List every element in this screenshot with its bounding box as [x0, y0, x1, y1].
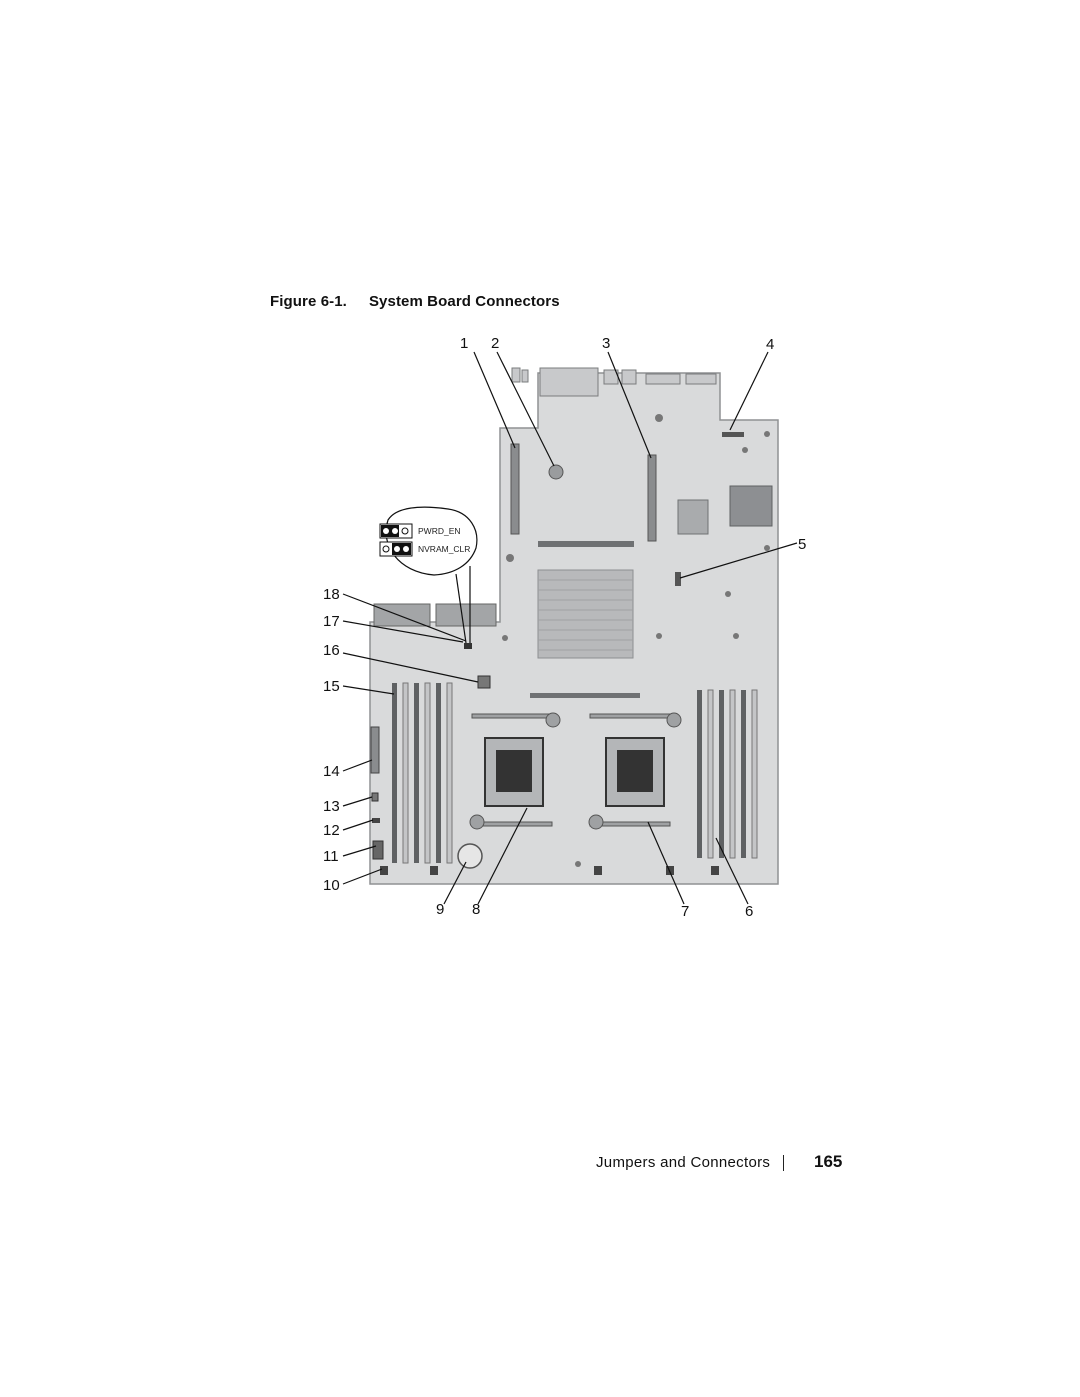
internal-usb-connector	[548, 464, 564, 480]
connector-4	[722, 432, 744, 437]
cpu-socket-1	[484, 737, 544, 807]
jumper-label-pwrd-en: PWRD_EN	[418, 526, 461, 536]
horizontal-slot	[530, 693, 640, 698]
callout-10: 10	[323, 877, 340, 894]
callout-5: 5	[798, 536, 806, 553]
jumper-header	[464, 643, 472, 649]
jumper-label-nvram-clr: NVRAM_CLR	[418, 544, 470, 554]
jumper-nvram-clr	[379, 541, 413, 557]
figure-caption: Figure 6-1. System Board Connectors	[270, 293, 560, 310]
callout-13: 13	[323, 798, 340, 815]
riser-connector-1	[510, 443, 520, 535]
fan-connector-10	[380, 866, 388, 875]
fan-connectors	[430, 866, 719, 875]
heatsink-retention-clips	[469, 712, 682, 830]
riser-connector-2	[647, 454, 657, 542]
callout-18: 18	[323, 586, 340, 603]
callout-17: 17	[323, 613, 340, 630]
cpu-socket-2	[605, 737, 665, 807]
callout-11: 11	[323, 848, 339, 865]
heatsink-fins	[538, 579, 633, 651]
callout-16: 16	[323, 642, 340, 659]
connector-12	[372, 818, 380, 823]
connector-16	[477, 675, 491, 689]
connector-11	[372, 840, 384, 860]
dimm-bank-left	[392, 682, 453, 864]
callout-2: 2	[491, 335, 499, 352]
callout-4: 4	[766, 336, 774, 353]
figure-number: Figure 6-1.	[270, 293, 347, 310]
callout-12: 12	[323, 822, 340, 839]
connector-14	[370, 726, 380, 774]
callout-9: 9	[436, 901, 444, 918]
controller-chip	[729, 485, 773, 527]
callout-6: 6	[745, 903, 753, 920]
footer-section-title: Jumpers and Connectors	[596, 1154, 771, 1171]
callout-15: 15	[323, 678, 340, 695]
heatsink	[537, 569, 634, 659]
page-number: 165	[814, 1152, 843, 1171]
rear-io-connectors	[511, 367, 717, 397]
jumper-callout-bubble	[385, 506, 478, 576]
callout-14: 14	[323, 763, 340, 780]
callout-leader-lines	[342, 351, 798, 905]
callout-3: 3	[602, 335, 610, 352]
callout-7: 7	[681, 903, 689, 920]
mounting-holes	[502, 414, 770, 867]
chipset	[677, 499, 709, 535]
callout-8: 8	[472, 901, 480, 918]
callout-1: 1	[460, 335, 468, 352]
dimm-bank-right	[697, 689, 758, 859]
figure-title: System Board Connectors	[368, 293, 560, 310]
jumper-pwrd-en	[379, 523, 413, 539]
connector-13	[371, 792, 379, 802]
battery	[457, 843, 483, 869]
pci-bar	[538, 541, 634, 547]
bubble-pointer-1	[455, 573, 467, 644]
power-connector-left	[373, 603, 431, 627]
sata-connector	[675, 572, 681, 586]
power-connector-right	[435, 603, 497, 627]
footer-divider	[783, 1155, 784, 1171]
